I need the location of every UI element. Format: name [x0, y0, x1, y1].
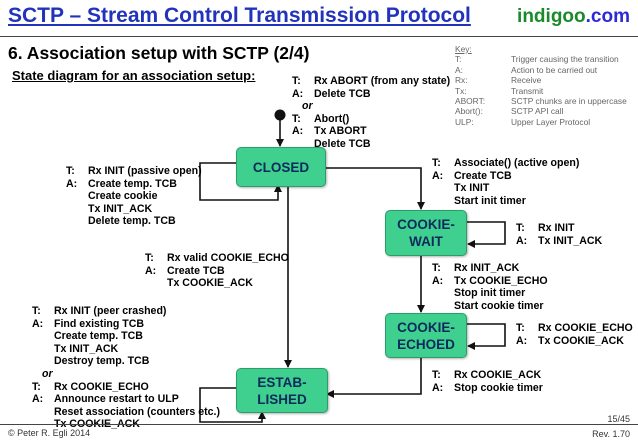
- legend-heading: Key:: [455, 44, 472, 54]
- state-closed: CLOSED: [236, 147, 326, 187]
- brand-name: indigoo: [517, 6, 586, 27]
- echoed-to-established-arrow: [326, 356, 422, 398]
- slide-title: SCTP – Stream Control Transmission Proto…: [8, 4, 471, 27]
- established-self-loop: [199, 387, 266, 423]
- initial-state-dot: [274, 109, 286, 121]
- echoed-self-loop: [466, 323, 506, 350]
- label-valid-echo: T:Rx valid COOKIE_ECHO A:Create TCB Tx C…: [145, 252, 289, 290]
- page-number: 15/45: [607, 414, 630, 424]
- label-echoed-self: T:Rx COOKIE_ECHO A:Tx COOKIE_ACK: [516, 322, 633, 347]
- state-cookie-wait: COOKIE-WAIT: [385, 210, 467, 256]
- legend-row: ULP:Upper Layer Protocol: [455, 116, 591, 127]
- diagram-heading: State diagram for an association setup:: [12, 68, 256, 83]
- state-established: ESTAB-LISHED: [236, 368, 328, 413]
- legend-row: Abort():SCTP API call: [455, 106, 564, 117]
- footer-rule: [0, 424, 638, 425]
- legend-row: A:Action to be carried out: [455, 64, 598, 75]
- brand-domain: .com: [585, 6, 630, 27]
- legend-row: T:Trigger causing the transition: [455, 54, 619, 65]
- closed-to-wait-arrow: [323, 167, 425, 210]
- label-abort: T:Rx ABORT (from any state) A:Delete TCB…: [292, 75, 451, 150]
- label-wait-self: T:Rx INIT A:Tx INIT_ACK: [516, 222, 603, 247]
- legend-row: Tx:Transmit: [455, 85, 544, 96]
- brand-logo: indigoo.com: [517, 6, 630, 28]
- revision: Rev. 1.70: [592, 429, 630, 439]
- header-rule: [0, 36, 638, 37]
- wait-self-loop: [466, 221, 506, 248]
- closed-self-loop: [199, 162, 282, 201]
- legend-key: Key: T:Trigger causing the transition A:…: [455, 44, 627, 127]
- label-cookie-ack: T:Rx COOKIE_ACK A:Stop cookie timer: [432, 369, 543, 394]
- label-established-self: T:Rx INIT (peer crashed) A:Find existing…: [32, 305, 221, 431]
- copyright: © Peter R. Egli 2014: [8, 428, 91, 438]
- label-init-ack: T:Rx INIT_ACK A:Tx COOKIE_ECHO Stop init…: [432, 262, 548, 312]
- label-closed-self: T:Rx INIT (passive open) A:Create temp. …: [66, 165, 202, 228]
- slide-subtitle: 6. Association setup with SCTP (2/4): [8, 43, 310, 63]
- label-associate: T:Associate() (active open) A:Create TCB…: [432, 157, 580, 207]
- legend-row: Rx:Receive: [455, 75, 542, 86]
- legend-row: ABORT:SCTP chunks are in uppercase: [455, 96, 627, 107]
- state-cookie-echoed: COOKIE-ECHOED: [385, 313, 467, 358]
